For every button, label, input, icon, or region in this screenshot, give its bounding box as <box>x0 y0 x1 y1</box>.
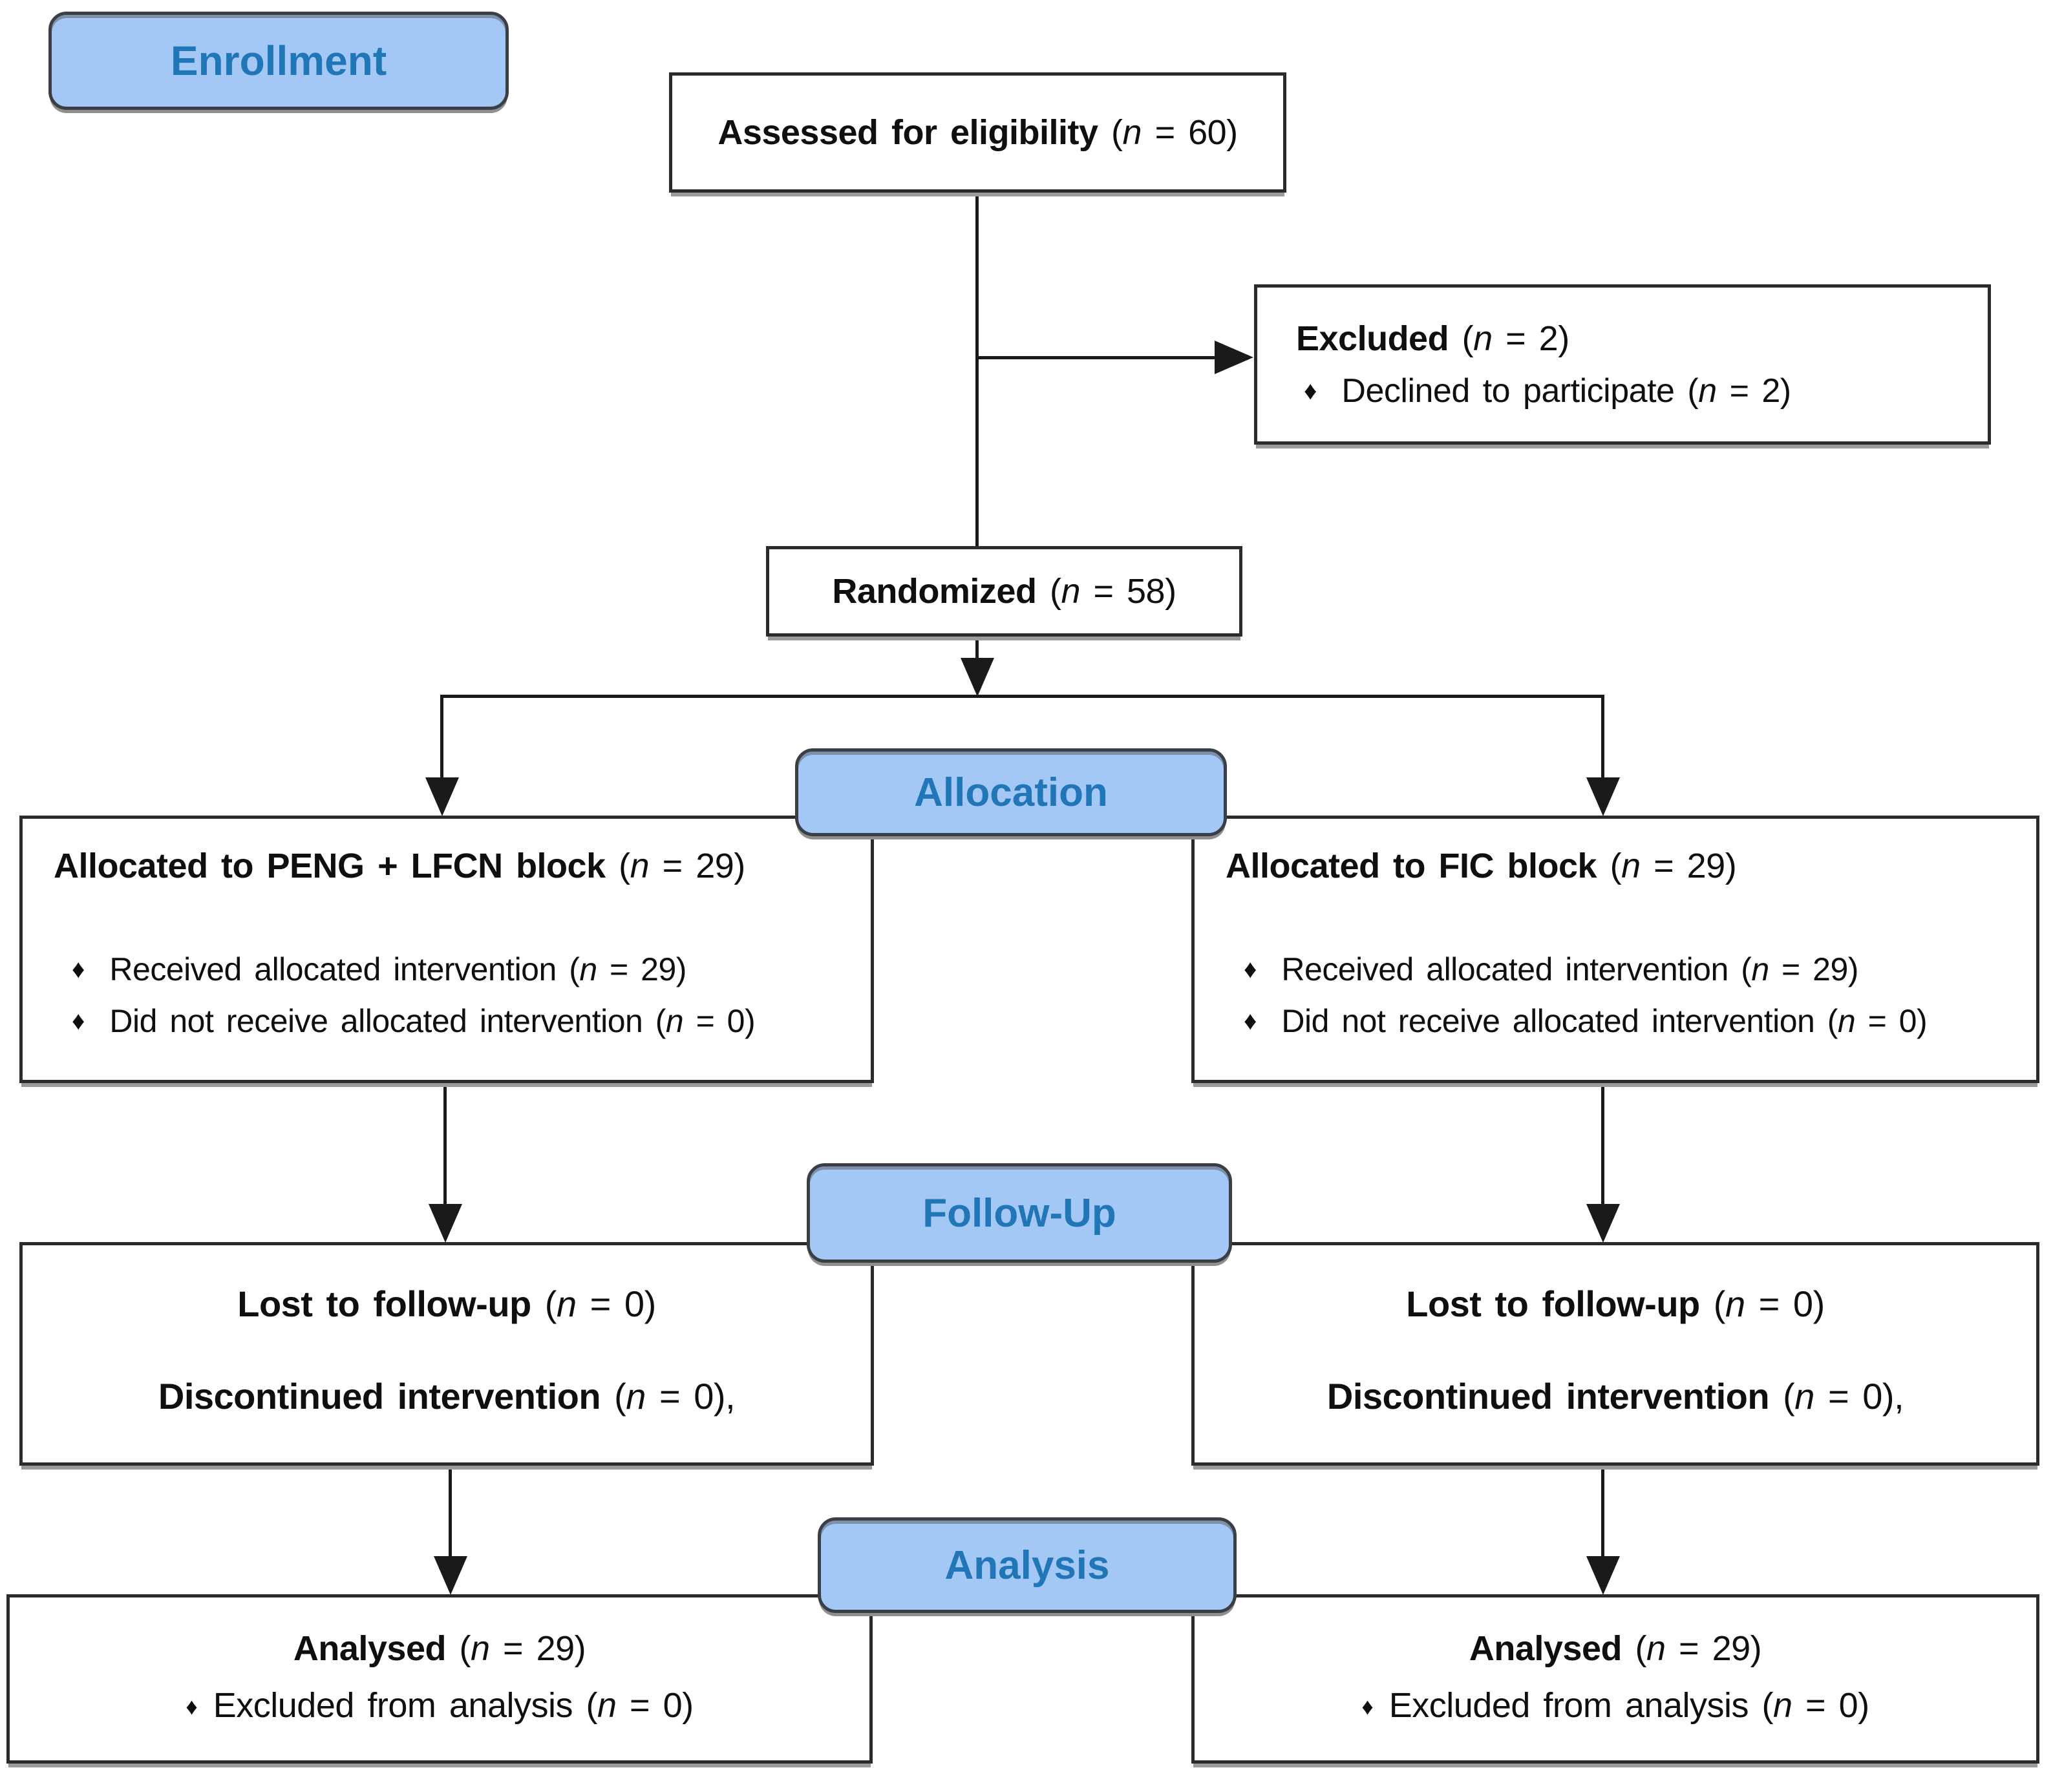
followup-left-box: Lost to follow-up (n = 0) Discontinued i… <box>19 1242 874 1466</box>
stage-badge-followup: Follow-Up <box>807 1163 1232 1263</box>
connector-allocation-to-followup-left <box>443 1083 447 1209</box>
received-intervention-label: Received allocated intervention (n = 29) <box>109 951 686 987</box>
diamond-bullet-icon: ♦ <box>1244 1007 1257 1035</box>
arrowhead-allocation-right-icon <box>1586 777 1620 816</box>
diamond-bullet-icon: ♦ <box>72 1007 85 1035</box>
excluded-from-analysis-label: Excluded from analysis (n = 0) <box>1388 1686 1869 1725</box>
stage-badge-analysis: Analysis <box>818 1517 1237 1613</box>
followup-right-box: Lost to follow-up (n = 0) Discontinued i… <box>1191 1242 2039 1466</box>
arrowhead-analysis-right-icon <box>1586 1556 1620 1595</box>
excluded-from-analysis-label: Excluded from analysis (n = 0) <box>213 1686 694 1725</box>
connector-allocation-to-followup-right <box>1601 1083 1604 1209</box>
list-item: ♦ Excluded from analysis (n = 0) <box>186 1685 694 1725</box>
analysed-label: Analysed (n = 29) <box>293 1629 586 1668</box>
list-item: ♦ Did not receive allocated intervention… <box>72 1002 871 1040</box>
discontinued-label: Discontinued intervention (n = 0), <box>158 1376 736 1417</box>
lost-to-followup-label: Lost to follow-up (n = 0) <box>237 1283 656 1324</box>
arrowhead-excluded-icon <box>1215 341 1253 374</box>
allocation-right-items: ♦ Received allocated intervention (n = 2… <box>1244 951 2036 1040</box>
stage-badge-allocation: Allocation <box>795 748 1227 836</box>
arrowhead-branch-icon <box>961 658 994 697</box>
analysed-label: Analysed (n = 29) <box>1469 1629 1762 1668</box>
arrowhead-analysis-left-icon <box>434 1556 467 1595</box>
allocation-left-items: ♦ Received allocated intervention (n = 2… <box>72 951 871 1040</box>
allocation-right-box: Allocated to FIC block (n = 29) ♦ Receiv… <box>1191 816 2039 1083</box>
stage-badge-enrollment: Enrollment <box>48 12 509 110</box>
assessed-for-eligibility-box: Assessed for eligibility (n = 60) <box>669 72 1286 193</box>
randomized-label: Randomized (n = 58) <box>832 572 1176 611</box>
diamond-bullet-icon: ♦ <box>1304 377 1317 405</box>
allocation-stage-label: Allocation <box>914 770 1108 815</box>
enrollment-stage-label: Enrollment <box>170 37 387 84</box>
list-item: ♦ Received allocated intervention (n = 2… <box>1244 951 2036 988</box>
assessed-label: Assessed for eligibility (n = 60) <box>718 113 1238 152</box>
received-intervention-label: Received allocated intervention (n = 29) <box>1281 951 1858 987</box>
lost-to-followup-label: Lost to follow-up (n = 0) <box>1406 1283 1825 1324</box>
followup-stage-label: Follow-Up <box>922 1190 1116 1236</box>
arrowhead-allocation-left-icon <box>425 777 459 816</box>
analysis-right-box: Analysed (n = 29) ♦ Excluded from analys… <box>1191 1594 2039 1764</box>
allocation-right-label: Allocated to FIC block (n = 29) <box>1226 847 1737 885</box>
discontinued-label: Discontinued intervention (n = 0), <box>1326 1376 1904 1417</box>
analysis-left-box: Analysed (n = 29) ♦ Excluded from analys… <box>6 1594 873 1764</box>
list-item: ♦ Did not receive allocated intervention… <box>1244 1002 2036 1040</box>
excluded-item-label: Declined to participate (n = 2) <box>1341 372 1791 410</box>
diamond-bullet-icon: ♦ <box>72 955 85 984</box>
randomized-box: Randomized (n = 58) <box>766 546 1242 637</box>
excluded-label: Excluded (n = 2) <box>1296 319 1569 358</box>
connector-branch-to-allocation-left <box>440 695 443 782</box>
excluded-item: ♦ Declined to participate (n = 2) <box>1304 372 1988 410</box>
excluded-box: Excluded (n = 2) ♦ Declined to participa… <box>1254 284 1991 445</box>
connector-randomized-to-branch <box>975 637 979 666</box>
analysis-stage-label: Analysis <box>944 1543 1110 1588</box>
branch-line-allocation <box>440 695 1604 698</box>
connector-assessed-to-randomized <box>975 193 979 546</box>
diamond-bullet-icon: ♦ <box>1244 955 1257 984</box>
arrowhead-followup-left-icon <box>429 1204 462 1243</box>
did-not-receive-label: Did not receive allocated intervention (… <box>109 1003 756 1039</box>
arrowhead-followup-right-icon <box>1586 1204 1620 1243</box>
did-not-receive-label: Did not receive allocated intervention (… <box>1281 1003 1928 1039</box>
list-item: ♦ Excluded from analysis (n = 0) <box>1361 1685 1869 1725</box>
connector-followup-to-analysis-left <box>449 1466 452 1563</box>
list-item: ♦ Received allocated intervention (n = 2… <box>72 951 871 988</box>
diamond-bullet-icon: ♦ <box>1361 1693 1374 1720</box>
allocation-left-label: Allocated to PENG + LFCN block (n = 29) <box>54 847 745 885</box>
allocation-left-box: Allocated to PENG + LFCN block (n = 29) … <box>19 816 874 1083</box>
connector-branch-to-allocation-right <box>1601 695 1604 782</box>
diamond-bullet-icon: ♦ <box>186 1693 198 1720</box>
connector-branch-to-excluded <box>975 356 1216 359</box>
connector-followup-to-analysis-right <box>1601 1466 1604 1563</box>
